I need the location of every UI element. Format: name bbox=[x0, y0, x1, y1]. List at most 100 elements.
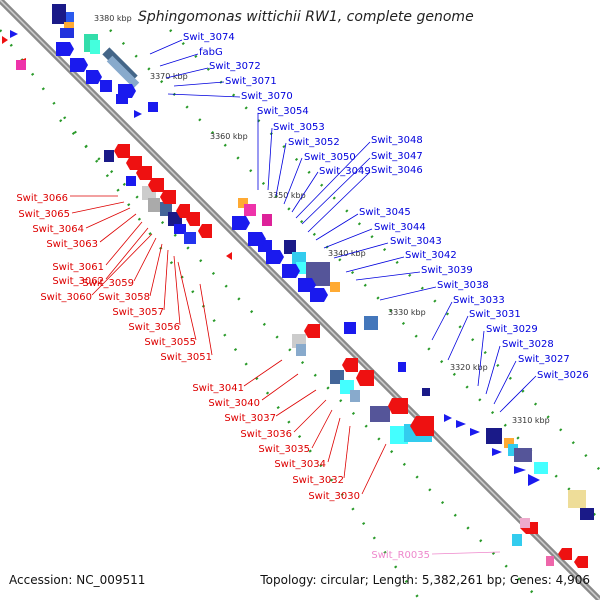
gene-arrow[interactable] bbox=[514, 466, 526, 474]
gene-arrow[interactable] bbox=[232, 216, 250, 230]
gene-label[interactable]: Swit_3043 bbox=[390, 236, 442, 247]
gene-label[interactable]: Swit_3063 bbox=[46, 239, 98, 250]
gene-block[interactable] bbox=[90, 40, 100, 54]
gene-label[interactable]: Swit_3057 bbox=[112, 307, 164, 318]
gene-block[interactable] bbox=[422, 388, 430, 396]
gene-block[interactable] bbox=[184, 232, 196, 244]
gene-arrow[interactable] bbox=[282, 264, 300, 278]
gene-label[interactable]: Swit_3071 bbox=[225, 76, 277, 87]
gene-label[interactable]: Swit_3052 bbox=[288, 137, 340, 148]
gene-label[interactable]: Swit_3039 bbox=[421, 265, 473, 276]
gene-arrow[interactable] bbox=[456, 420, 466, 428]
gene-block[interactable] bbox=[398, 362, 406, 372]
gene-label[interactable]: Swit_3044 bbox=[374, 222, 426, 233]
gene-block[interactable] bbox=[104, 150, 114, 162]
gene-block[interactable] bbox=[116, 94, 128, 104]
gene-label[interactable]: Swit_3066 bbox=[16, 193, 68, 204]
gene-arrow[interactable] bbox=[114, 144, 130, 158]
gene-label[interactable]: Swit_3072 bbox=[209, 61, 261, 72]
gene-arrow[interactable] bbox=[266, 250, 284, 264]
gene-label[interactable]: Swit_3065 bbox=[18, 209, 70, 220]
gene-label[interactable]: Swit_3074 bbox=[183, 32, 235, 43]
gene-block[interactable] bbox=[174, 224, 186, 234]
gene-arrow[interactable] bbox=[388, 398, 408, 414]
gene-arrow[interactable] bbox=[342, 358, 358, 372]
gene-block[interactable] bbox=[390, 426, 408, 444]
gene-arrow[interactable] bbox=[226, 252, 232, 260]
gene-label[interactable]: Swit_3034 bbox=[274, 459, 326, 470]
gene-label[interactable]: Swit_3045 bbox=[359, 207, 411, 218]
gene-arrow[interactable] bbox=[304, 324, 320, 338]
gene-label[interactable]: fabG bbox=[199, 47, 223, 58]
gene-arrow[interactable] bbox=[134, 110, 142, 118]
gene-block[interactable] bbox=[168, 212, 182, 226]
gene-block[interactable] bbox=[364, 316, 378, 330]
gene-arrow[interactable] bbox=[56, 42, 74, 56]
gene-block[interactable] bbox=[60, 28, 74, 38]
gene-label[interactable]: Swit_3064 bbox=[32, 224, 84, 235]
gene-label[interactable]: Swit_3036 bbox=[240, 429, 292, 440]
gene-label[interactable]: Swit_3050 bbox=[304, 152, 356, 163]
gene-label[interactable]: Swit_3059 bbox=[82, 278, 134, 289]
gene-arrow[interactable] bbox=[2, 36, 8, 44]
gene-block[interactable] bbox=[64, 22, 74, 32]
gene-block[interactable] bbox=[568, 490, 586, 508]
gene-arrow[interactable] bbox=[492, 448, 502, 456]
gene-block[interactable] bbox=[52, 4, 66, 24]
gene-block[interactable] bbox=[350, 390, 360, 402]
gene-label[interactable]: Swit_3041 bbox=[192, 383, 244, 394]
gene-arrow[interactable] bbox=[118, 84, 136, 98]
gene-arrow[interactable] bbox=[356, 370, 374, 386]
gene-block[interactable] bbox=[512, 534, 522, 546]
gene-arrow[interactable] bbox=[444, 414, 452, 422]
gene-block[interactable] bbox=[504, 438, 514, 448]
gene-arrow[interactable] bbox=[558, 548, 572, 560]
gene-label[interactable]: Swit_3060 bbox=[40, 292, 92, 303]
gene-arrow[interactable] bbox=[176, 204, 190, 218]
gene-arrow[interactable] bbox=[248, 232, 266, 246]
gene-arrow[interactable] bbox=[126, 156, 142, 170]
gene-label[interactable]: Swit_3032 bbox=[292, 475, 344, 486]
gene-block[interactable] bbox=[100, 80, 112, 92]
gene-label[interactable]: Swit_3031 bbox=[469, 309, 521, 320]
gene-label[interactable]: Swit_3026 bbox=[537, 370, 589, 381]
gene-label[interactable]: Swit_3058 bbox=[98, 292, 150, 303]
gene-label[interactable]: Swit_3046 bbox=[371, 165, 423, 176]
gene-label[interactable]: Swit_3061 bbox=[52, 262, 104, 273]
gene-label[interactable]: Swit_3051 bbox=[160, 352, 212, 363]
gene-block[interactable] bbox=[508, 444, 518, 456]
rna-gene-label[interactable]: Swit_R0035 bbox=[371, 550, 430, 561]
gene-label[interactable]: Swit_3035 bbox=[258, 444, 310, 455]
gene-arrow[interactable] bbox=[310, 288, 328, 302]
gene-label[interactable]: Swit_3033 bbox=[453, 295, 505, 306]
gene-block[interactable] bbox=[284, 240, 296, 254]
gene-block[interactable] bbox=[370, 406, 390, 422]
gene-arrow[interactable] bbox=[86, 70, 102, 84]
gene-label[interactable]: Swit_3055 bbox=[144, 337, 196, 348]
gene-arrow[interactable] bbox=[198, 224, 212, 238]
gene-arrow[interactable] bbox=[528, 474, 540, 486]
gene-label[interactable]: Swit_3056 bbox=[128, 322, 180, 333]
gene-block[interactable] bbox=[486, 428, 502, 444]
gene-label[interactable]: Swit_3062 bbox=[52, 276, 104, 287]
gene-label[interactable]: Swit_3040 bbox=[208, 398, 260, 409]
gene-block[interactable] bbox=[148, 102, 158, 112]
gene-label[interactable]: Swit_3053 bbox=[273, 122, 325, 133]
gene-label[interactable]: Swit_3054 bbox=[257, 106, 309, 117]
gene-arrow[interactable] bbox=[136, 166, 152, 180]
gene-label[interactable]: Swit_3070 bbox=[241, 91, 293, 102]
gene-block[interactable] bbox=[66, 12, 74, 24]
gene-arrow[interactable] bbox=[470, 428, 480, 436]
gene-block[interactable] bbox=[296, 344, 306, 356]
gene-block[interactable] bbox=[126, 176, 136, 186]
rna-gene-block[interactable] bbox=[520, 518, 530, 528]
gene-label[interactable]: Swit_3047 bbox=[371, 151, 423, 162]
gene-label[interactable]: Swit_3042 bbox=[405, 250, 457, 261]
gene-label[interactable]: Swit_3049 bbox=[319, 166, 371, 177]
gene-block[interactable] bbox=[238, 198, 248, 208]
gene-block[interactable] bbox=[330, 282, 340, 292]
gene-arrow[interactable] bbox=[160, 190, 176, 204]
gene-block[interactable] bbox=[244, 204, 256, 216]
gene-arrow[interactable] bbox=[148, 178, 164, 192]
gene-arrow[interactable] bbox=[10, 30, 18, 38]
